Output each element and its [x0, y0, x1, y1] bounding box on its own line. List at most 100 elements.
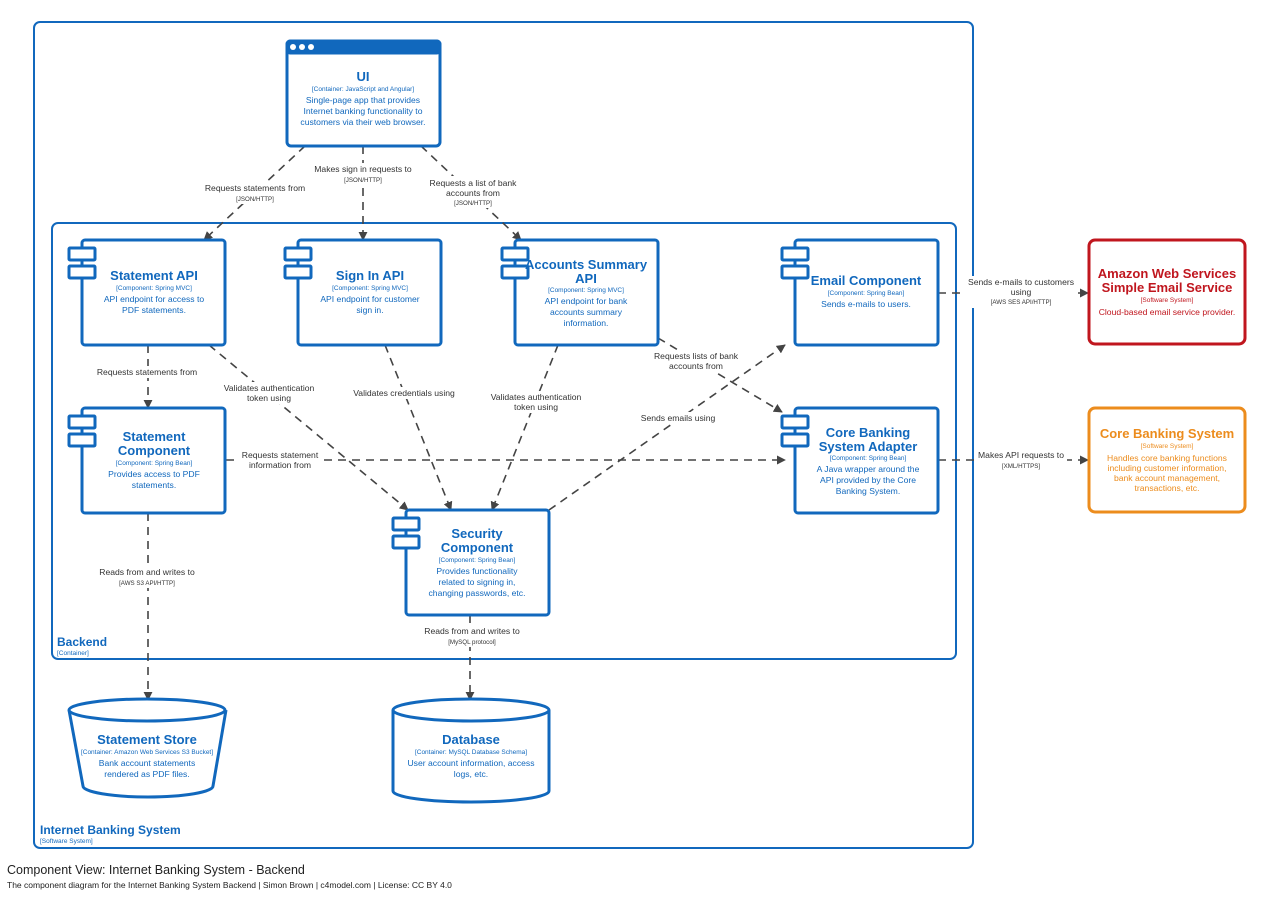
rel-tech: [XML/HTTPS]	[1002, 463, 1040, 470]
rel-label: accounts from	[446, 188, 500, 198]
aws-ses-desc: Cloud-based email service provider.	[1099, 307, 1236, 317]
component-tab-icon	[780, 432, 810, 448]
rel-tech: [AWS SES API/HTTP]	[991, 299, 1052, 306]
component-tab-icon	[780, 414, 810, 430]
ui-tech: [Container: JavaScript and Angular]	[312, 86, 414, 93]
backend-boundary-name: Backend	[57, 635, 107, 649]
component-diagram: Internet Banking System [Software System…	[33, 21, 1247, 849]
system-boundary-type: [Software System]	[40, 838, 93, 845]
security-component-tech: [Component: Spring Bean]	[439, 557, 516, 564]
database[interactable]: Database [Container: MySQL Database Sche…	[391, 697, 551, 804]
component-tab-icon	[780, 246, 810, 262]
rel-tech: [MySQL protocol]	[448, 639, 496, 646]
signin-api[interactable]: Sign In API [Component: Spring MVC] API …	[283, 238, 443, 347]
rel-security-email	[548, 344, 786, 511]
signin-api-name: Sign In API	[336, 268, 404, 283]
core-adapter-tech: [Component: Spring Bean]	[830, 455, 907, 462]
accounts-api-desc: accounts summary	[550, 307, 623, 317]
ui-container[interactable]: UI [Container: JavaScript and Angular] S…	[285, 39, 442, 148]
rel-label: Requests statements from	[205, 183, 305, 193]
accounts-api-tech: [Component: Spring MVC]	[548, 287, 624, 294]
statement-api[interactable]: Statement API [Component: Spring MVC] AP…	[67, 238, 227, 347]
component-tab-icon	[391, 516, 421, 532]
accounts-summary-api[interactable]: Accounts Summary API [Component: Spring …	[500, 238, 660, 347]
rel-label: Reads from and writes to	[424, 626, 520, 636]
component-tab-icon	[391, 534, 421, 550]
rel-tech: [JSON/HTTP]	[344, 177, 382, 184]
core-banking-desc: transactions, etc.	[1135, 483, 1200, 493]
security-component-name: Security	[451, 526, 503, 541]
component-tab-icon	[67, 246, 97, 262]
rel-tech: [JSON/HTTP]	[236, 196, 274, 203]
component-tab-icon	[67, 414, 97, 430]
security-component-desc: related to signing in,	[439, 577, 516, 587]
rel-label: using	[1011, 287, 1032, 297]
rel-label: accounts from	[669, 361, 723, 371]
aws-ses-tech: [Software System]	[1141, 297, 1194, 304]
core-adapter-name: Core Banking	[826, 425, 911, 440]
core-adapter-name: System Adapter	[819, 439, 918, 454]
relationship-labels: Requests statements from [JSON/HTTP] Mak…	[96, 163, 1076, 647]
security-component[interactable]: Security Component [Component: Spring Be…	[391, 508, 551, 617]
core-banking-adapter[interactable]: Core Banking System Adapter [Component: …	[780, 406, 940, 515]
statement-store-tech: [Container: Amazon Web Services S3 Bucke…	[81, 749, 213, 756]
rel-label: Requests statement	[242, 450, 319, 460]
diagram-subtitle: The component diagram for the Internet B…	[7, 880, 452, 890]
component-tab-icon	[500, 264, 530, 280]
rel-label: Validates authentication	[491, 392, 582, 402]
rel-label: Sends e-mails to customers	[968, 277, 1074, 287]
security-component-desc: changing passwords, etc.	[429, 588, 526, 598]
rel-label: Requests statements from	[97, 367, 197, 377]
rel-label: token using	[514, 402, 558, 412]
statement-component[interactable]: Statement Component [Component: Spring B…	[67, 406, 227, 515]
signin-api-desc: sign in.	[356, 305, 383, 315]
statement-store[interactable]: Statement Store [Container: Amazon Web S…	[67, 697, 228, 799]
ui-name: UI	[357, 69, 370, 84]
component-tab-icon	[67, 264, 97, 280]
rel-ui-statement-api	[203, 145, 306, 241]
window-dot-icon	[299, 44, 305, 50]
rel-ui-accounts-api	[420, 145, 522, 241]
statement-component-name: Component	[118, 443, 191, 458]
core-banking-desc: Handles core banking functions	[1107, 453, 1227, 463]
ui-desc: Internet banking functionality to	[304, 106, 423, 116]
security-component-desc: Provides functionality	[436, 566, 518, 576]
core-adapter-desc: API provided by the Core	[820, 475, 916, 485]
statement-component-desc: statements.	[132, 480, 176, 490]
statement-api-name: Statement API	[110, 268, 198, 283]
component-tab-icon	[500, 246, 530, 262]
rel-accounts-api-security	[490, 344, 559, 511]
diagram-title: Component View: Internet Banking System …	[7, 863, 305, 877]
statement-store-desc: rendered as PDF files.	[104, 769, 190, 779]
database-name: Database	[442, 732, 500, 747]
statement-api-tech: [Component: Spring MVC]	[116, 285, 192, 292]
statement-api-desc: API endpoint for access to	[104, 294, 205, 304]
rel-statement-api-security	[208, 344, 409, 511]
aws-ses-name: Simple Email Service	[1102, 280, 1233, 295]
statement-component-tech: [Component: Spring Bean]	[116, 460, 193, 467]
accounts-api-name: API	[575, 271, 597, 286]
rel-label: Makes sign in requests to	[314, 164, 412, 174]
rel-accounts-api-core-adapter	[657, 337, 783, 413]
accounts-api-desc: API endpoint for bank	[545, 296, 628, 306]
relationships	[143, 145, 1089, 701]
statement-api-desc: PDF statements.	[122, 305, 186, 315]
email-component[interactable]: Email Component [Component: Spring Bean]…	[780, 238, 940, 347]
core-banking-desc: bank account management,	[1114, 473, 1220, 483]
aws-ses-system[interactable]: Amazon Web Services Simple Email Service…	[1087, 238, 1247, 346]
signin-api-tech: [Component: Spring MVC]	[332, 285, 408, 292]
statement-store-name: Statement Store	[97, 732, 197, 747]
component-tab-icon	[283, 246, 313, 262]
email-component-desc: Sends e-mails to users.	[821, 299, 911, 309]
core-banking-tech: [Software System]	[1141, 443, 1194, 450]
statement-store-desc: Bank account statements	[99, 758, 196, 768]
core-banking-system[interactable]: Core Banking System [Software System] Ha…	[1087, 406, 1247, 514]
rel-label: Validates authentication	[224, 383, 315, 393]
rel-tech: [AWS S3 API/HTTP]	[119, 580, 175, 587]
core-adapter-desc: Banking System.	[836, 486, 900, 496]
rel-label: Sends emails using	[641, 413, 716, 423]
system-boundary: Internet Banking System [Software System…	[33, 21, 974, 849]
rel-label: information from	[249, 460, 311, 470]
accounts-api-name: Accounts Summary	[525, 257, 648, 272]
security-component-name: Component	[441, 540, 514, 555]
